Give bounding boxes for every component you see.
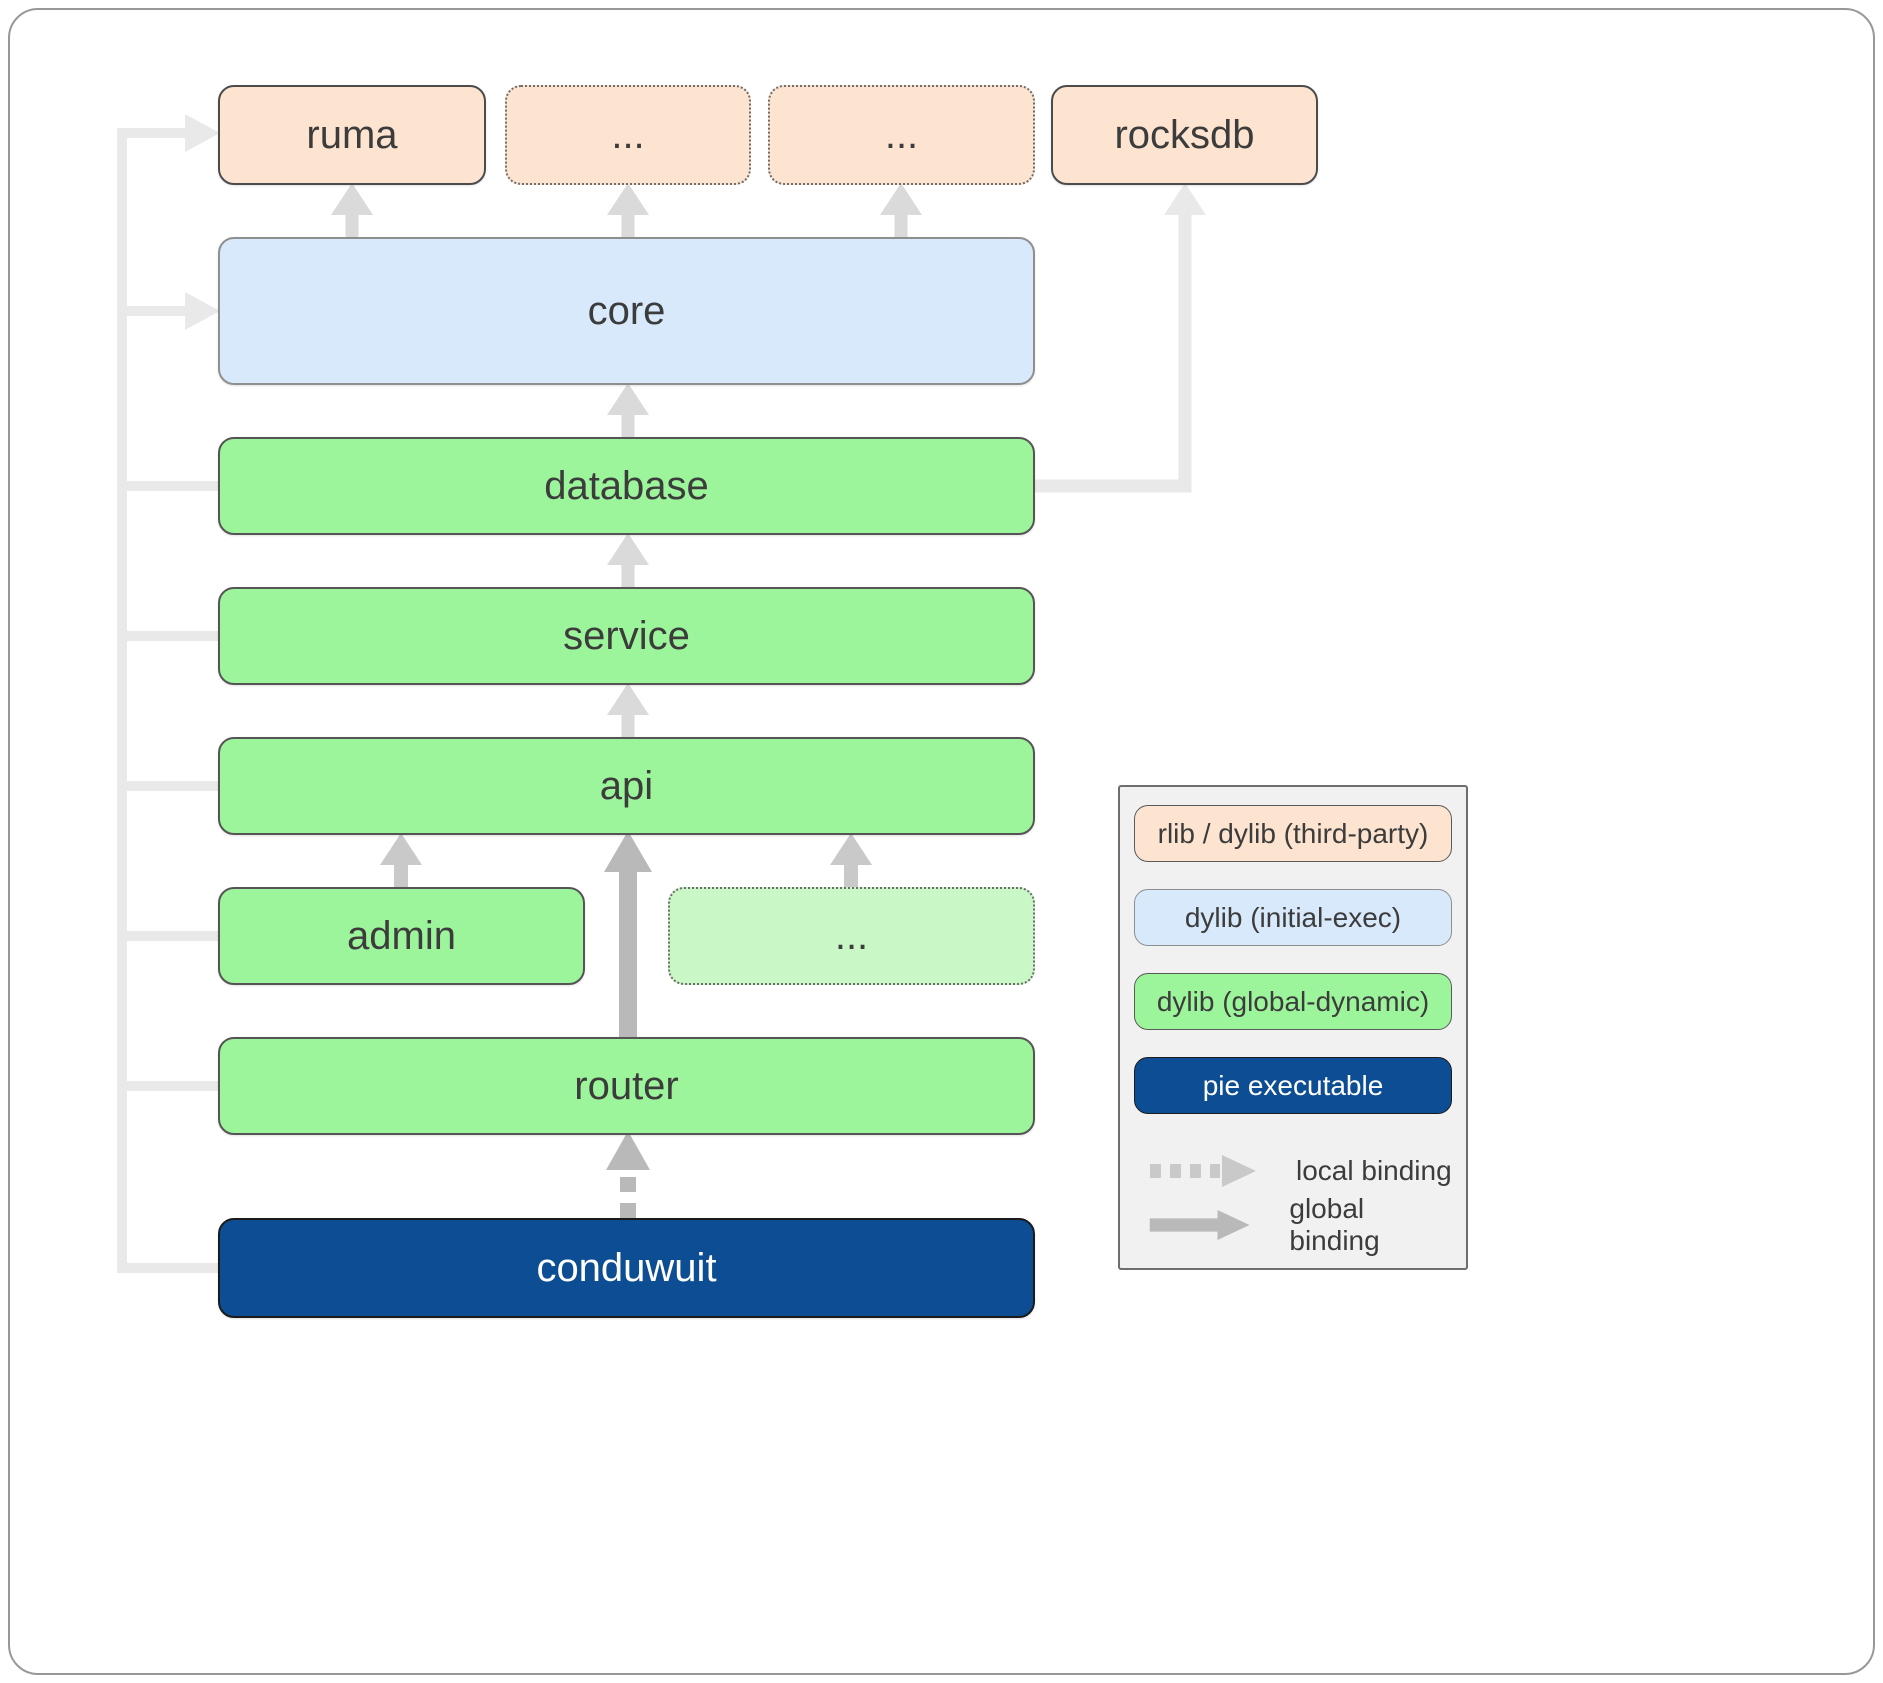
edge-api-to-service: [607, 683, 649, 737]
edge-core-to-dots-2: [880, 183, 922, 237]
node-third-party-dots-2: ...: [768, 85, 1035, 185]
node-router: router: [218, 1037, 1035, 1135]
legend-item-initial-exec: dylib (initial-exec): [1134, 889, 1452, 946]
legend-item-third-party: rlib / dylib (third-party): [1134, 805, 1452, 862]
legend-item-pie-executable: pie executable: [1134, 1057, 1452, 1114]
node-third-party-dots-1: ...: [505, 85, 751, 185]
legend-item-global-dynamic: dylib (global-dynamic): [1134, 973, 1452, 1030]
node-ruma: ruma: [218, 85, 486, 185]
legend: rlib / dylib (third-party) dylib (initia…: [1118, 785, 1468, 1270]
legend-local-binding: local binding: [1134, 1151, 1452, 1191]
edge-admin-to-api: [380, 833, 422, 887]
edge-dots-to-api: [830, 833, 872, 887]
edge-database-to-core: [607, 383, 649, 437]
edge-router-to-api: [604, 831, 652, 1037]
edge-core-to-ruma: [331, 183, 373, 237]
legend-local-binding-label: local binding: [1296, 1155, 1452, 1186]
edge-service-to-database: [607, 533, 649, 587]
node-core: core: [218, 237, 1035, 385]
node-database: database: [218, 437, 1035, 535]
legend-global-binding: global binding: [1134, 1193, 1452, 1256]
node-api: api: [218, 737, 1035, 835]
node-admin: admin: [218, 887, 585, 985]
global-binding-arrow-icon: [1149, 1209, 1250, 1241]
legend-bindings: local binding global binding: [1134, 1151, 1452, 1256]
edge-database-to-rocksdb: [1035, 183, 1206, 493]
edge-conduwuit-global-trunk: [117, 114, 220, 1273]
legend-global-binding-label: global binding: [1289, 1193, 1380, 1256]
edge-core-to-dots-1: [607, 183, 649, 237]
local-binding-arrow-icon: [1150, 1155, 1256, 1187]
edge-conduwuit-to-router-local: [606, 1131, 650, 1218]
node-conduwuit: conduwuit: [218, 1218, 1035, 1318]
node-service: service: [218, 587, 1035, 685]
node-rocksdb: rocksdb: [1051, 85, 1318, 185]
node-api-dots: ...: [668, 887, 1035, 985]
